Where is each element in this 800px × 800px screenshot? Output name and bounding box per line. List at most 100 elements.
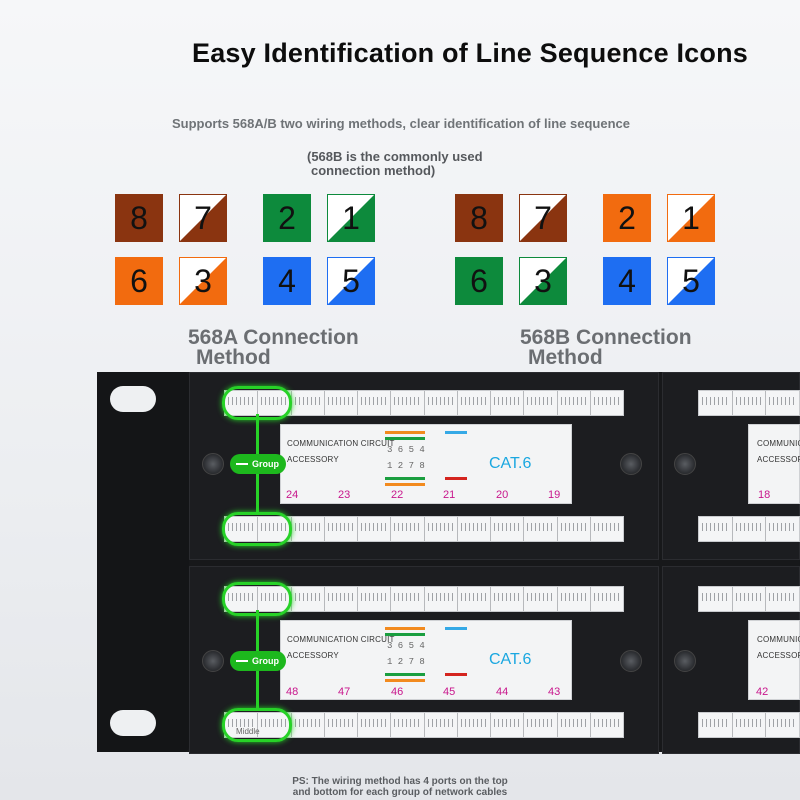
jack-row-top-1[interactable]	[224, 390, 624, 416]
wire-orange-lower	[385, 483, 425, 486]
jack[interactable]	[733, 517, 767, 541]
jack[interactable]	[425, 587, 458, 611]
wire-orange	[385, 431, 425, 434]
card-subtitle: ACCESSORY	[757, 455, 800, 464]
wire-color-tile-7: 7	[179, 194, 227, 242]
jack[interactable]	[591, 391, 623, 415]
jack-row-top-1-right[interactable]	[698, 390, 800, 416]
jack[interactable]	[225, 391, 259, 415]
jack[interactable]	[325, 713, 358, 737]
mounting-hole-bottom	[110, 710, 156, 736]
wire-number: 6	[130, 262, 148, 299]
wire-green-lower	[385, 673, 425, 676]
jack[interactable]	[733, 587, 767, 611]
jack[interactable]	[558, 517, 591, 541]
jack[interactable]	[733, 391, 767, 415]
label-card-1-right: COMMUNICA ACCESSORY	[748, 424, 800, 504]
jack[interactable]	[591, 713, 623, 737]
jack[interactable]	[524, 587, 558, 611]
jack[interactable]	[591, 517, 623, 541]
wire-blue	[445, 431, 467, 434]
jack[interactable]	[391, 587, 425, 611]
jack[interactable]	[458, 587, 491, 611]
jack[interactable]	[458, 517, 491, 541]
jack[interactable]	[425, 713, 458, 737]
wire-color-tile-4: 4	[263, 257, 311, 305]
jack[interactable]	[391, 713, 425, 737]
jack[interactable]	[225, 713, 259, 737]
label-card-2-right: COMMUNICA ACCESSORY	[748, 620, 800, 700]
wire-order-bottom: 1 2 7 8	[387, 461, 425, 471]
jack-row-top-2[interactable]	[224, 586, 624, 612]
wire-order-top: 3 6 5 4	[387, 445, 425, 455]
jack[interactable]	[491, 587, 525, 611]
wire-number: 3	[534, 262, 552, 299]
wire-number: 8	[130, 199, 148, 236]
jack[interactable]	[558, 713, 591, 737]
jack[interactable]	[591, 587, 623, 611]
jack[interactable]	[699, 517, 733, 541]
jack[interactable]	[524, 713, 558, 737]
jack[interactable]	[391, 391, 425, 415]
jack[interactable]	[766, 713, 799, 737]
method-568a-label: 568A Connection Method	[188, 327, 359, 368]
jack[interactable]	[292, 713, 325, 737]
wiring-note-line1: (568B is the commonly used	[307, 149, 483, 164]
card-subtitle: ACCESSORY	[757, 651, 800, 660]
jack[interactable]	[425, 391, 458, 415]
wire-blue	[445, 627, 467, 630]
jack[interactable]	[558, 391, 591, 415]
jack[interactable]	[325, 391, 358, 415]
jack[interactable]	[699, 713, 733, 737]
group-badge: Group	[230, 651, 286, 671]
jack[interactable]	[491, 391, 525, 415]
jack[interactable]	[733, 713, 767, 737]
wire-number: 5	[342, 262, 360, 299]
jack[interactable]	[292, 517, 325, 541]
wire-order-bottom: 1 2 7 8	[387, 657, 425, 667]
jack[interactable]	[225, 517, 259, 541]
jack-row-top-2-right[interactable]	[698, 586, 800, 612]
jack[interactable]	[766, 391, 799, 415]
jack-row-bottom-1-right[interactable]	[698, 516, 800, 542]
jack[interactable]	[292, 391, 325, 415]
jack[interactable]	[491, 517, 525, 541]
jack[interactable]	[358, 713, 392, 737]
jack[interactable]	[491, 713, 525, 737]
jack[interactable]	[766, 587, 799, 611]
wire-number: 3	[194, 262, 212, 299]
jack[interactable]	[458, 713, 491, 737]
jack[interactable]	[425, 517, 458, 541]
jack[interactable]	[391, 517, 425, 541]
jack[interactable]	[458, 391, 491, 415]
jack[interactable]	[699, 391, 733, 415]
wire-color-tile-2: 2	[603, 194, 651, 242]
jack[interactable]	[766, 517, 799, 541]
jack[interactable]	[558, 587, 591, 611]
wiring-note: (568B is the commonly used connection me…	[307, 150, 547, 178]
jack[interactable]	[358, 391, 392, 415]
wire-color-tile-1: 1	[667, 194, 715, 242]
port-number: 19	[548, 489, 561, 501]
card-title: COMMUNICA	[757, 635, 800, 644]
jack[interactable]	[358, 517, 392, 541]
label-card-2: COMMUNICATION CIRCUIT ACCESSORY 3 6 5 4 …	[280, 620, 572, 700]
wire-orange-lower	[385, 679, 425, 682]
jack[interactable]	[524, 517, 558, 541]
wire-color-tile-5: 5	[667, 257, 715, 305]
screw-icon	[202, 453, 224, 475]
jack[interactable]	[292, 587, 325, 611]
wire-red	[445, 477, 467, 480]
wire-number: 7	[534, 199, 552, 236]
jack-row-bottom-2-right[interactable]	[698, 712, 800, 738]
jack[interactable]	[358, 587, 392, 611]
jack[interactable]	[325, 517, 358, 541]
port-number: 23	[338, 489, 351, 501]
jack[interactable]	[699, 587, 733, 611]
jack-row-bottom-2[interactable]	[224, 712, 624, 738]
middle-label: Middle	[236, 727, 260, 736]
jack[interactable]	[325, 587, 358, 611]
card-subtitle: ACCESSORY	[287, 651, 339, 660]
jack[interactable]	[225, 587, 259, 611]
jack[interactable]	[524, 391, 558, 415]
